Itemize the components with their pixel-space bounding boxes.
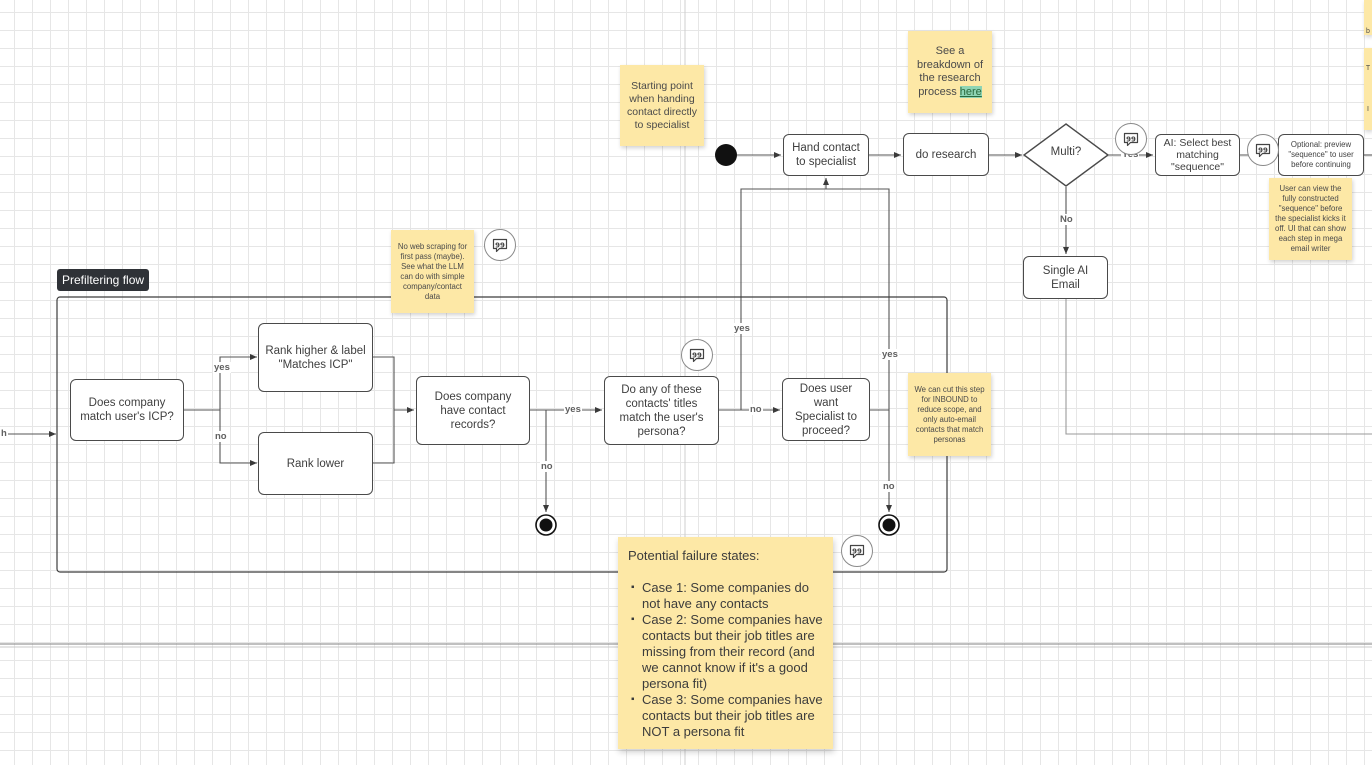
edge-icp-yes[interactable]: [184, 354, 257, 411]
node-hand-contact-text: Hand contact to specialist: [792, 142, 860, 168]
node-multi-text: Multi?: [1050, 146, 1082, 158]
edge-label-records-no: no: [540, 461, 554, 472]
node-select-sequence-text: AI: Select best matching "sequence": [1163, 137, 1232, 173]
edge-label-records-yes: yes: [564, 404, 582, 415]
sticky-starting-point-text: Starting point when handing contact dire…: [626, 79, 698, 131]
edge-label-specialist-no: no: [882, 481, 896, 492]
comment-quote-icon[interactable]: 99: [681, 339, 713, 371]
start-node-icon[interactable]: [715, 144, 737, 166]
sticky-edge-mid[interactable]: T I: [1364, 48, 1372, 130]
edge-titles-yes[interactable]: [719, 178, 829, 411]
node-preview-sequence-text: Optional: preview "sequence" to user bef…: [1288, 140, 1354, 169]
sticky-failure-states[interactable]: Potential failure states: Case 1: Some c…: [618, 537, 833, 749]
node-rank-lower[interactable]: Rank lower: [258, 432, 373, 495]
svg-text:99: 99: [1258, 146, 1268, 154]
edge-label-specialist-yes: yes: [881, 349, 899, 360]
edge-rank-higher-records[interactable]: [373, 356, 414, 413]
edge-label-entry: h: [0, 428, 8, 439]
sticky-no-scraping[interactable]: No web scraping for first pass (maybe). …: [391, 230, 474, 313]
node-select-sequence[interactable]: AI: Select best matching "sequence": [1155, 134, 1240, 176]
node-do-research-text: do research: [915, 148, 977, 161]
sticky-edge-top[interactable]: b: [1364, 0, 1372, 35]
sticky-user-view-text: User can view the fully constructed "seq…: [1275, 184, 1346, 253]
svg-text:99: 99: [495, 241, 505, 249]
node-contact-records-text: Does company have contact records?: [434, 390, 512, 431]
end-node-icon[interactable]: [878, 514, 900, 536]
svg-text:99: 99: [1126, 135, 1136, 143]
sticky-research-breakdown[interactable]: See a breakdown of the research process …: [908, 31, 992, 113]
research-link[interactable]: here: [959, 85, 982, 98]
sticky-user-view[interactable]: User can view the fully constructed "seq…: [1269, 178, 1352, 260]
multi-diamond[interactable]: [1022, 123, 1110, 187]
edge-rank-lower-records[interactable]: [373, 410, 395, 464]
node-contact-records[interactable]: Does company have contact records?: [416, 376, 530, 445]
node-want-specialist[interactable]: Does user want Specialist to proceed?: [782, 378, 870, 441]
node-rank-higher[interactable]: Rank higher & label "Matches ICP": [258, 323, 373, 392]
node-icp-check[interactable]: Does company match user's ICP?: [70, 379, 184, 441]
frame-label[interactable]: Prefiltering flow: [57, 269, 150, 291]
node-preview-sequence[interactable]: Optional: preview "sequence" to user bef…: [1278, 134, 1364, 176]
svg-text:99: 99: [692, 351, 702, 359]
node-do-research[interactable]: do research: [903, 133, 989, 176]
edge-label-multi-no: No: [1059, 214, 1074, 225]
node-hand-contact[interactable]: Hand contact to specialist: [783, 134, 869, 176]
end-node-icon[interactable]: [535, 514, 557, 536]
edge-icp-no[interactable]: [219, 410, 257, 466]
sticky-edge-mid2-text: I: [1367, 106, 1369, 113]
sticky-starting-point[interactable]: Starting point when handing contact dire…: [620, 65, 704, 146]
failure-list: Case 1: Some companies do not have any c…: [628, 580, 823, 740]
edge-label-icp-yes: yes: [213, 362, 231, 373]
edge-label-titles-yes: yes: [733, 323, 751, 334]
sticky-edge-mid1-text: T: [1365, 65, 1371, 72]
node-titles-match-text: Do any of these contacts' titles match t…: [619, 383, 704, 438]
failure-case-3: Case 3: Some companies have contacts but…: [631, 692, 823, 740]
node-icp-text: Does company match user's ICP?: [80, 397, 174, 423]
comment-quote-icon[interactable]: 99: [1247, 134, 1279, 166]
svg-text:99: 99: [852, 547, 862, 555]
failure-case-2: Case 2: Some companies have contacts but…: [631, 612, 823, 692]
sticky-no-scraping-text: No web scraping for first pass (maybe). …: [397, 241, 468, 301]
edge-single-out[interactable]: [1065, 299, 1372, 435]
node-single-email-text: Single AI Email: [1042, 264, 1089, 291]
sticky-edge-top-text: b: [1366, 28, 1370, 35]
node-rank-lower-text: Rank lower: [286, 457, 345, 470]
sticky-inbound-text: We can cut this step for INBOUND to redu…: [914, 384, 985, 444]
node-rank-higher-text: Rank higher & label "Matches ICP": [265, 344, 366, 371]
node-single-email[interactable]: Single AI Email: [1023, 256, 1108, 299]
failure-title: Potential failure states:: [628, 548, 760, 563]
sticky-inbound[interactable]: We can cut this step for INBOUND to redu…: [908, 373, 991, 456]
sticky-research-text: See a breakdown of the research process …: [912, 45, 988, 99]
comment-quote-icon[interactable]: 99: [841, 535, 873, 567]
comment-quote-icon[interactable]: 99: [1115, 123, 1147, 155]
edge-specialist-yes[interactable]: [826, 188, 890, 411]
sticky-research-pre: See a breakdown of the research process: [916, 45, 984, 98]
comment-quote-icon[interactable]: 99: [484, 229, 516, 261]
node-want-specialist-text: Does user want Specialist to proceed?: [794, 382, 857, 437]
failure-case-1: Case 1: Some companies do not have any c…: [631, 580, 823, 612]
edge-label-titles-no: no: [749, 404, 763, 415]
node-titles-match[interactable]: Do any of these contacts' titles match t…: [604, 376, 719, 445]
edge-label-icp-no: no: [214, 431, 228, 442]
